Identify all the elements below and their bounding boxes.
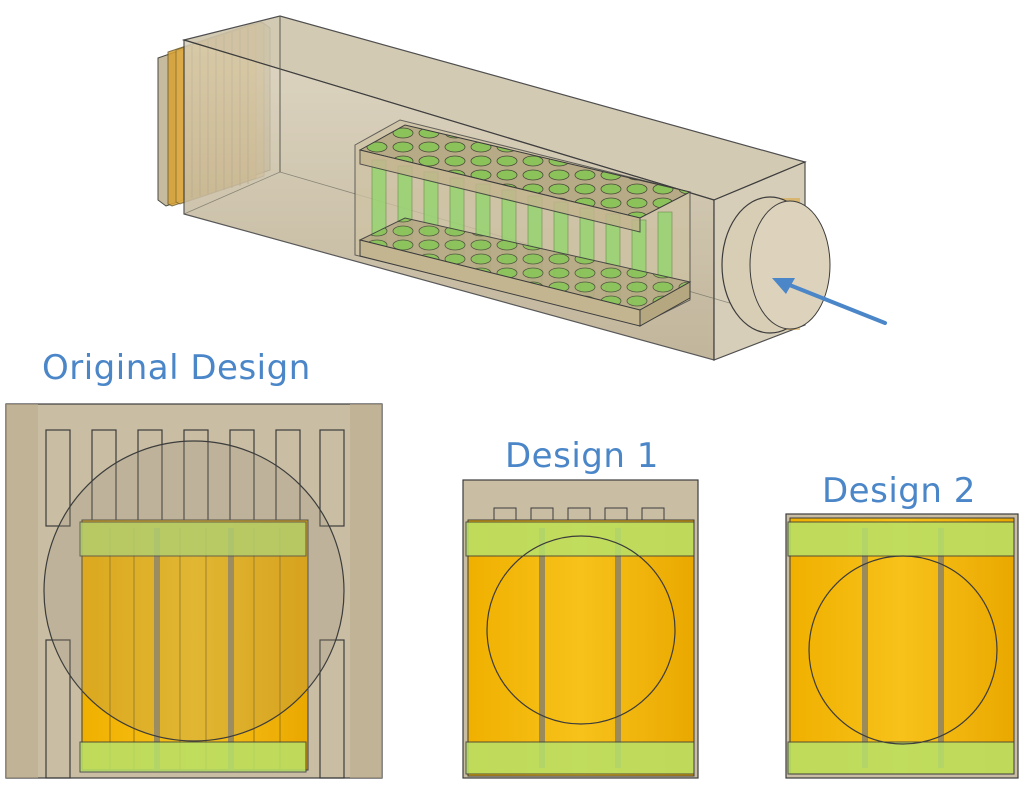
design-2-view [785, 513, 1019, 779]
cell-block [81, 519, 309, 771]
original-design-view [5, 403, 383, 779]
original-design-label: Original Design [42, 348, 311, 388]
inlet-port [721, 196, 831, 334]
airflow-arrow [772, 278, 887, 325]
design-1-view [462, 479, 699, 779]
fin-slots [45, 429, 345, 779]
inlet-outline [43, 440, 345, 742]
housing-3d [157, 15, 887, 361]
design-1-label: Design 1 [505, 436, 659, 476]
design-2-label: Design 2 [822, 471, 976, 511]
bottom-plate [79, 741, 307, 773]
cell-pack [354, 119, 692, 327]
top-plate [79, 521, 307, 557]
